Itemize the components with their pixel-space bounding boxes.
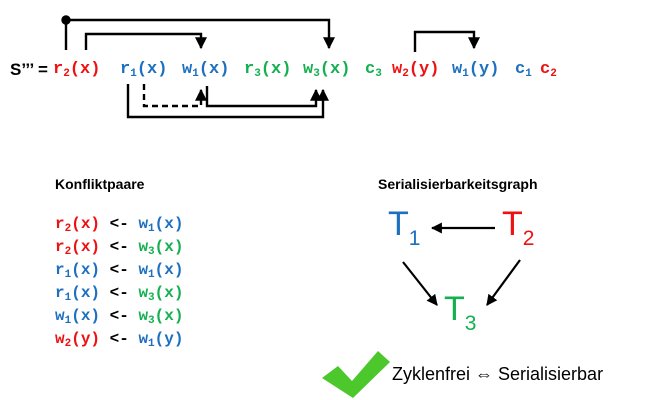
- conflict-arrow: <-: [100, 215, 139, 233]
- op-r1: r1(x): [55, 261, 101, 281]
- conflict-arrow: <-: [100, 284, 139, 302]
- schedule-op: w1(y): [452, 60, 499, 80]
- op-r2: r2(x): [55, 238, 101, 258]
- op-w1: w1(y): [138, 330, 184, 350]
- schedule-name: S’’’ =: [10, 60, 48, 79]
- op-c3: c3: [365, 60, 382, 80]
- schedule-op: c2: [540, 60, 557, 80]
- edge-t2-t3: [486, 259, 521, 306]
- arrow-r1-w1: [142, 84, 207, 108]
- schedule-op: c3: [365, 60, 382, 80]
- arrow-w2-w1y: [413, 30, 480, 52]
- arrow-r1-w3: [126, 84, 329, 119]
- schedule-op: r2(x): [53, 60, 100, 80]
- op-w3: w3(x): [303, 60, 351, 80]
- conflict-pair: r1(x) <- w3(x): [55, 283, 183, 308]
- op-r2: r2(x): [55, 215, 101, 235]
- conflict-pair: r2(x) <- w1(x): [55, 214, 183, 239]
- conflict-arrow: <-: [100, 261, 139, 279]
- op-r1: r1(x): [120, 60, 168, 80]
- op-w1: w1(x): [138, 215, 184, 235]
- schedule-op: c1: [515, 60, 532, 80]
- node-t1: T1: [388, 205, 421, 250]
- op-w3: w3(x): [138, 284, 184, 304]
- op-w1: w1(x): [138, 261, 184, 281]
- op-c2: c2: [540, 60, 557, 80]
- node-t2: T2: [502, 205, 535, 250]
- conflict-arrow: <-: [100, 238, 139, 256]
- node-t3: T3: [444, 290, 477, 335]
- op-w3: w3(x): [138, 238, 184, 258]
- edge-t1-t3: [402, 261, 438, 306]
- conflict-pair: w2(y) <- w1(y): [55, 329, 183, 354]
- op-r2: r2(x): [53, 60, 101, 80]
- op-w1: w1(y): [452, 60, 500, 80]
- op-c1: c1: [515, 60, 532, 80]
- schedule-op: r3(x): [244, 60, 291, 80]
- op-w1: w1(x): [55, 307, 101, 327]
- schedule-op: r1(x): [120, 60, 167, 80]
- arrow-r2-w3: [64, 18, 335, 50]
- op-r1: r1(x): [55, 284, 101, 304]
- conflict-pair: w1(x) <- w3(x): [55, 306, 183, 331]
- conflict-arrow: <-: [100, 307, 139, 325]
- schedule-op: w1(x): [182, 60, 229, 80]
- conflict-pair: r2(x) <- w3(x): [55, 237, 183, 262]
- op-r3: r3(x): [244, 60, 292, 80]
- op-w1: w1(x): [182, 60, 230, 80]
- conflict-arrow: <-: [100, 330, 139, 348]
- schedule-op: w3(x): [303, 60, 350, 80]
- schedule-op: w2(y): [392, 60, 439, 80]
- op-w2: w2(y): [392, 60, 440, 80]
- conflict-pair: r1(x) <- w1(x): [55, 260, 183, 285]
- result-text: Zyklenfrei ⇔ Serialisierbar: [392, 364, 604, 384]
- arrow-w1-w3: [205, 86, 322, 108]
- op-w2: w2(y): [55, 330, 101, 350]
- conflicts-heading: Konfliktpaare: [55, 176, 145, 192]
- op-w3: w3(x): [138, 307, 184, 327]
- graph-heading: Serialisierbarkeitsgraph: [378, 176, 538, 192]
- arrow-r2-w1: [84, 32, 207, 50]
